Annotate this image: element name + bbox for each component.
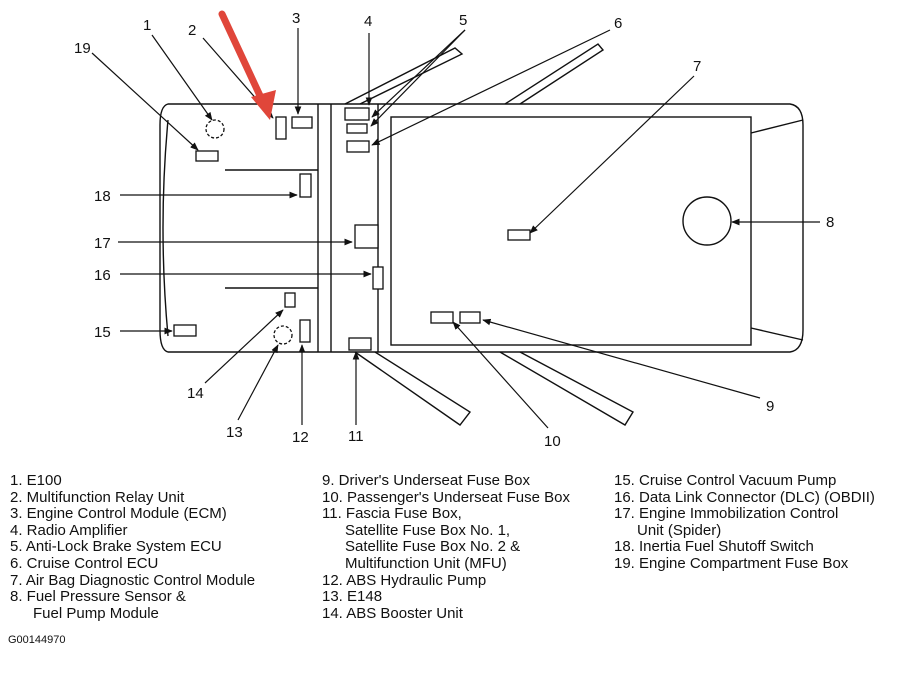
component-12-abs-pump bbox=[299, 319, 311, 343]
callout-10: 10 bbox=[544, 433, 561, 450]
callout-7: 7 bbox=[693, 58, 701, 75]
component-boxes bbox=[173, 107, 531, 351]
callout-2: 2 bbox=[188, 22, 196, 39]
component-1-e100 bbox=[205, 119, 225, 139]
callout-19: 19 bbox=[74, 40, 91, 57]
component-19-fuse-box bbox=[195, 150, 219, 162]
component-17-spider bbox=[354, 224, 379, 249]
legend-item: Satellite Fuse Box No. 1, bbox=[345, 521, 511, 539]
callout-1: 1 bbox=[143, 17, 151, 34]
component-14-abs-booster bbox=[284, 292, 296, 308]
legend-item: 7. Air Bag Diagnostic Control Module bbox=[10, 571, 256, 589]
callout-6: 6 bbox=[614, 15, 622, 32]
legend-item: 1. E100 bbox=[10, 472, 62, 489]
legend-item: 8. Fuel Pressure Sensor & bbox=[10, 588, 186, 606]
callout-5: 5 bbox=[459, 12, 467, 29]
component-5-abs-ecu bbox=[346, 123, 368, 134]
callout-16: 16 bbox=[94, 267, 111, 284]
callout-18: 18 bbox=[94, 188, 111, 205]
legend-item: 15. Cruise Control Vacuum Pump bbox=[614, 472, 837, 489]
legend-item: 17. Engine Immobilization Control bbox=[614, 505, 839, 523]
legend-item: Multifunction Unit (MFU) bbox=[345, 554, 507, 572]
figure-id: G00144970 bbox=[8, 634, 66, 646]
component-13-e148 bbox=[273, 325, 293, 345]
legend-item: 6. Cruise Control ECU bbox=[10, 554, 159, 572]
callout-17: 17 bbox=[94, 235, 111, 252]
legend-item: 13. E148 bbox=[322, 588, 383, 606]
callout-9: 9 bbox=[766, 398, 774, 415]
legend-item: 10. Passenger's Underseat Fuse Box bbox=[322, 488, 570, 506]
callout-11: 11 bbox=[348, 428, 364, 445]
component-7-airbag-module bbox=[507, 229, 531, 241]
component-15-vacuum-pump bbox=[173, 324, 197, 337]
component-3-ecm bbox=[291, 116, 313, 129]
legend-item: 2. Multifunction Relay Unit bbox=[10, 488, 185, 506]
component-9-driver-fuse-box bbox=[459, 311, 481, 324]
component-4-radio-amplifier bbox=[344, 107, 370, 121]
component-16-dlc bbox=[372, 266, 384, 290]
callout-14: 14 bbox=[187, 385, 204, 402]
legend-item: Unit (Spider) bbox=[637, 521, 722, 539]
vehicle-outline bbox=[159, 43, 804, 426]
legend-item: Fuel Pump Module bbox=[33, 604, 159, 622]
highlight-arrow bbox=[218, 10, 276, 120]
legend-item: 18. Inertia Fuel Shutoff Switch bbox=[614, 538, 814, 556]
vehicle-component-locator-diagram: 1 2 3 4 5 6 7 8 9 10 11 12 13 14 15 16 1… bbox=[74, 10, 834, 450]
legend-item: 5. Anti-Lock Brake System ECU bbox=[10, 538, 222, 556]
component-11-fascia-fuse-box bbox=[348, 337, 372, 351]
legend-item: 12. ABS Hydraulic Pump bbox=[322, 571, 487, 589]
callout-4: 4 bbox=[364, 13, 372, 30]
callout-15: 15 bbox=[94, 324, 111, 341]
callout-3: 3 bbox=[292, 10, 300, 27]
legend-item: Satellite Fuse Box No. 2 & bbox=[345, 538, 521, 556]
component-18-inertia-switch bbox=[299, 173, 312, 198]
legend-item: 3. Engine Control Module (ECM) bbox=[10, 505, 227, 523]
component-6-cruise-ecu bbox=[346, 140, 370, 153]
legend-item: 9. Driver's Underseat Fuse Box bbox=[322, 472, 530, 489]
callout-12: 12 bbox=[292, 429, 309, 446]
legend-item: 14. ABS Booster Unit bbox=[322, 604, 463, 622]
callout-numbers: 1 2 3 4 5 6 7 8 9 10 11 12 13 14 15 16 1… bbox=[74, 10, 834, 450]
legend-item: 4. Radio Amplifier bbox=[10, 521, 128, 539]
component-10-passenger-fuse-box bbox=[430, 311, 454, 324]
legend-item: 16. Data Link Connector (DLC) (OBDII) bbox=[614, 488, 875, 506]
legend-item: 19. Engine Compartment Fuse Box bbox=[614, 554, 849, 572]
component-2-multifunction-relay bbox=[275, 116, 287, 140]
callout-8: 8 bbox=[826, 214, 834, 231]
legend-item: 11. Fascia Fuse Box, bbox=[322, 505, 462, 523]
leader-lines bbox=[91, 28, 820, 429]
callout-13: 13 bbox=[226, 424, 243, 441]
